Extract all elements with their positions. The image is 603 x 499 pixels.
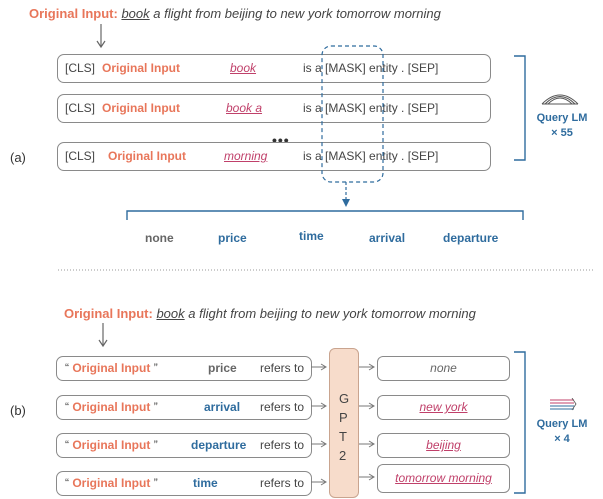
query-lm-count: × 55 <box>551 127 573 139</box>
output-box: tomorrow morning <box>377 464 510 493</box>
refers-to-text: refers to <box>260 476 305 490</box>
refers-to-text: refers to <box>260 400 305 414</box>
original-input-token: Original Input <box>72 361 151 375</box>
original-input-token: Original Input <box>72 438 151 452</box>
label-departure: departure <box>191 438 247 452</box>
gpt-letter: 2 <box>339 448 347 463</box>
gpt-letter: G <box>339 391 350 406</box>
close-quote: ” <box>153 438 158 452</box>
template-text: is a [MASK] entity . [SEP] <box>303 101 439 115</box>
close-quote: ” <box>153 476 158 490</box>
down-arrow-icon <box>98 323 108 348</box>
gpt-letter: T <box>339 429 347 444</box>
original-input-token: Original Input <box>72 476 151 490</box>
refers-to-text: refers to <box>260 361 305 375</box>
template-quoted-input: “ Original Input ” <box>65 438 158 452</box>
label-none: none <box>145 231 174 245</box>
refers-to-text: refers to <box>260 438 305 452</box>
panel-b-original-input: Original Input: book a flight from beiji… <box>64 306 476 321</box>
prompt-row: [CLS] Original Input morning is a [MASK]… <box>57 142 491 171</box>
panel-a-original-input: Original Input: book a flight from beiji… <box>29 6 441 21</box>
label-arrival: arrival <box>369 231 406 245</box>
gpt2-model-box: G P T 2 <box>329 348 359 498</box>
label-price: price <box>208 361 237 375</box>
original-input-token: Original Input <box>102 61 180 75</box>
output-tomorrow-morning: tomorrow morning <box>395 471 492 485</box>
cls-token: [CLS] <box>65 61 96 75</box>
open-quote: “ <box>65 476 69 490</box>
template-quoted-input: “ Original Input ” <box>65 400 158 414</box>
original-input-token: Original Input <box>108 149 186 163</box>
prompt-row: [CLS] Original Input book is a [MASK] en… <box>57 54 491 83</box>
original-input-token: Original Input <box>102 101 180 115</box>
candidate-span: book a <box>226 101 263 115</box>
output-box: none <box>377 356 510 381</box>
label-time: time <box>193 476 218 490</box>
template-row: “ Original Input ” price refers to <box>56 356 312 381</box>
output-beijing: beijing <box>426 438 461 452</box>
label-time: time <box>299 229 324 243</box>
query-lm-label: Query LM <box>536 418 588 430</box>
cls-token: [CLS] <box>65 149 96 163</box>
label-departure: departure <box>443 231 499 245</box>
template-text: is a [MASK] entity . [SEP] <box>303 149 439 163</box>
label-price: price <box>218 231 247 245</box>
template-row: “ Original Input ” time refers to <box>56 471 312 496</box>
gpt-letter: P <box>339 410 348 425</box>
open-quote: “ <box>65 361 69 375</box>
label-arrival: arrival <box>204 400 241 414</box>
output-new-york: new york <box>419 400 468 414</box>
query-lm-label: Query LM <box>536 112 588 124</box>
prompt-row: [CLS] Original Input book a is a [MASK] … <box>57 94 491 123</box>
close-quote: ” <box>153 361 158 375</box>
original-input-rest: a flight from beijing to new york tomorr… <box>188 306 476 321</box>
original-input-rest: a flight from beijing to new york tomorr… <box>153 6 441 21</box>
template-quoted-input: “ Original Input ” <box>65 476 158 490</box>
original-input-first-word: book <box>121 6 150 21</box>
panel-a-label: (a) <box>10 150 26 165</box>
template-quoted-input: “ Original Input ” <box>65 361 158 375</box>
open-quote: “ <box>65 438 69 452</box>
template-row: “ Original Input ” arrival refers to <box>56 395 312 420</box>
template-text: is a [MASK] entity . [SEP] <box>303 61 439 75</box>
panel-b-label: (b) <box>10 403 26 418</box>
candidate-span: book <box>230 61 257 75</box>
output-none: none <box>430 361 457 375</box>
down-arrow-icon <box>96 24 106 49</box>
multi-arc-icon <box>541 94 579 105</box>
stacked-lines-icon <box>550 398 577 411</box>
original-input-prefix: Original Input: <box>29 6 118 21</box>
original-input-first-word: book <box>156 306 185 321</box>
template-row: “ Original Input ” departure refers to <box>56 433 312 458</box>
open-quote: “ <box>65 400 69 414</box>
output-box: beijing <box>377 433 510 458</box>
original-input-token: Original Input <box>72 400 151 414</box>
original-input-prefix: Original Input: <box>64 306 153 321</box>
output-box: new york <box>377 395 510 420</box>
query-lm-count: × 4 <box>554 433 570 445</box>
cls-token: [CLS] <box>65 101 96 115</box>
close-quote: ” <box>153 400 158 414</box>
candidate-span: morning <box>224 149 268 163</box>
